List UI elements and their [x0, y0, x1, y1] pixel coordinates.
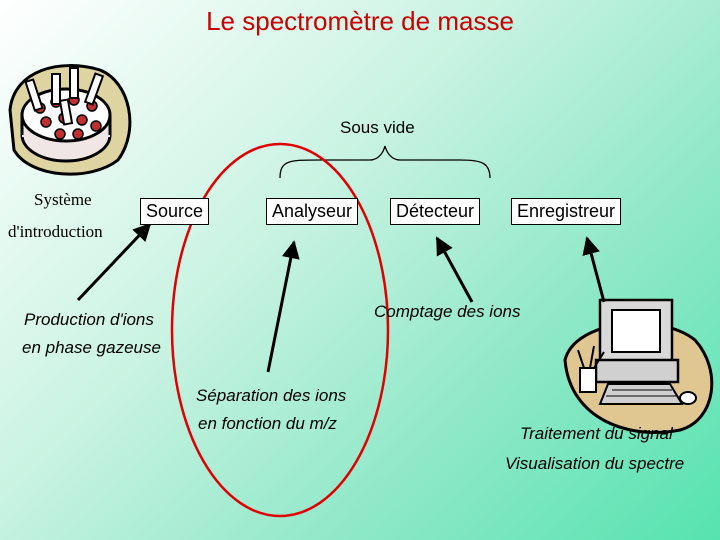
sample-tray-icon	[8, 64, 132, 176]
highlight-ellipse	[170, 142, 390, 518]
vacuum-brace	[279, 145, 491, 179]
analyzer-box: Analyseur	[266, 198, 359, 225]
arrow-source	[76, 222, 152, 302]
production-note-line2: en phase gazeuse	[22, 338, 161, 357]
processing-note-line1: Traitement du signal	[520, 424, 673, 443]
counting-note: Comptage des ions	[374, 302, 521, 321]
arrow-recorder	[582, 236, 606, 303]
inlet-label-line1: Système	[34, 190, 92, 209]
inlet-label-line2: d'introduction	[8, 222, 103, 241]
recorder-box: Enregistreur	[511, 198, 622, 225]
processing-note-line2: Visualisation du spectre	[505, 454, 685, 473]
arrow-analyzer	[266, 240, 300, 373]
vacuum-label: Sous vide	[340, 118, 415, 137]
production-note-line1: Production d'ions	[24, 310, 154, 329]
page-title: Le spectromètre de masse	[206, 6, 514, 36]
arrow-detector	[435, 236, 474, 303]
computer-icon	[563, 298, 714, 434]
separation-note-line1: Séparation des ions	[196, 386, 347, 405]
source-box: Source	[140, 198, 210, 225]
detector-box: Détecteur	[390, 198, 481, 225]
separation-note-line2: en fonction du m/z	[198, 414, 337, 433]
